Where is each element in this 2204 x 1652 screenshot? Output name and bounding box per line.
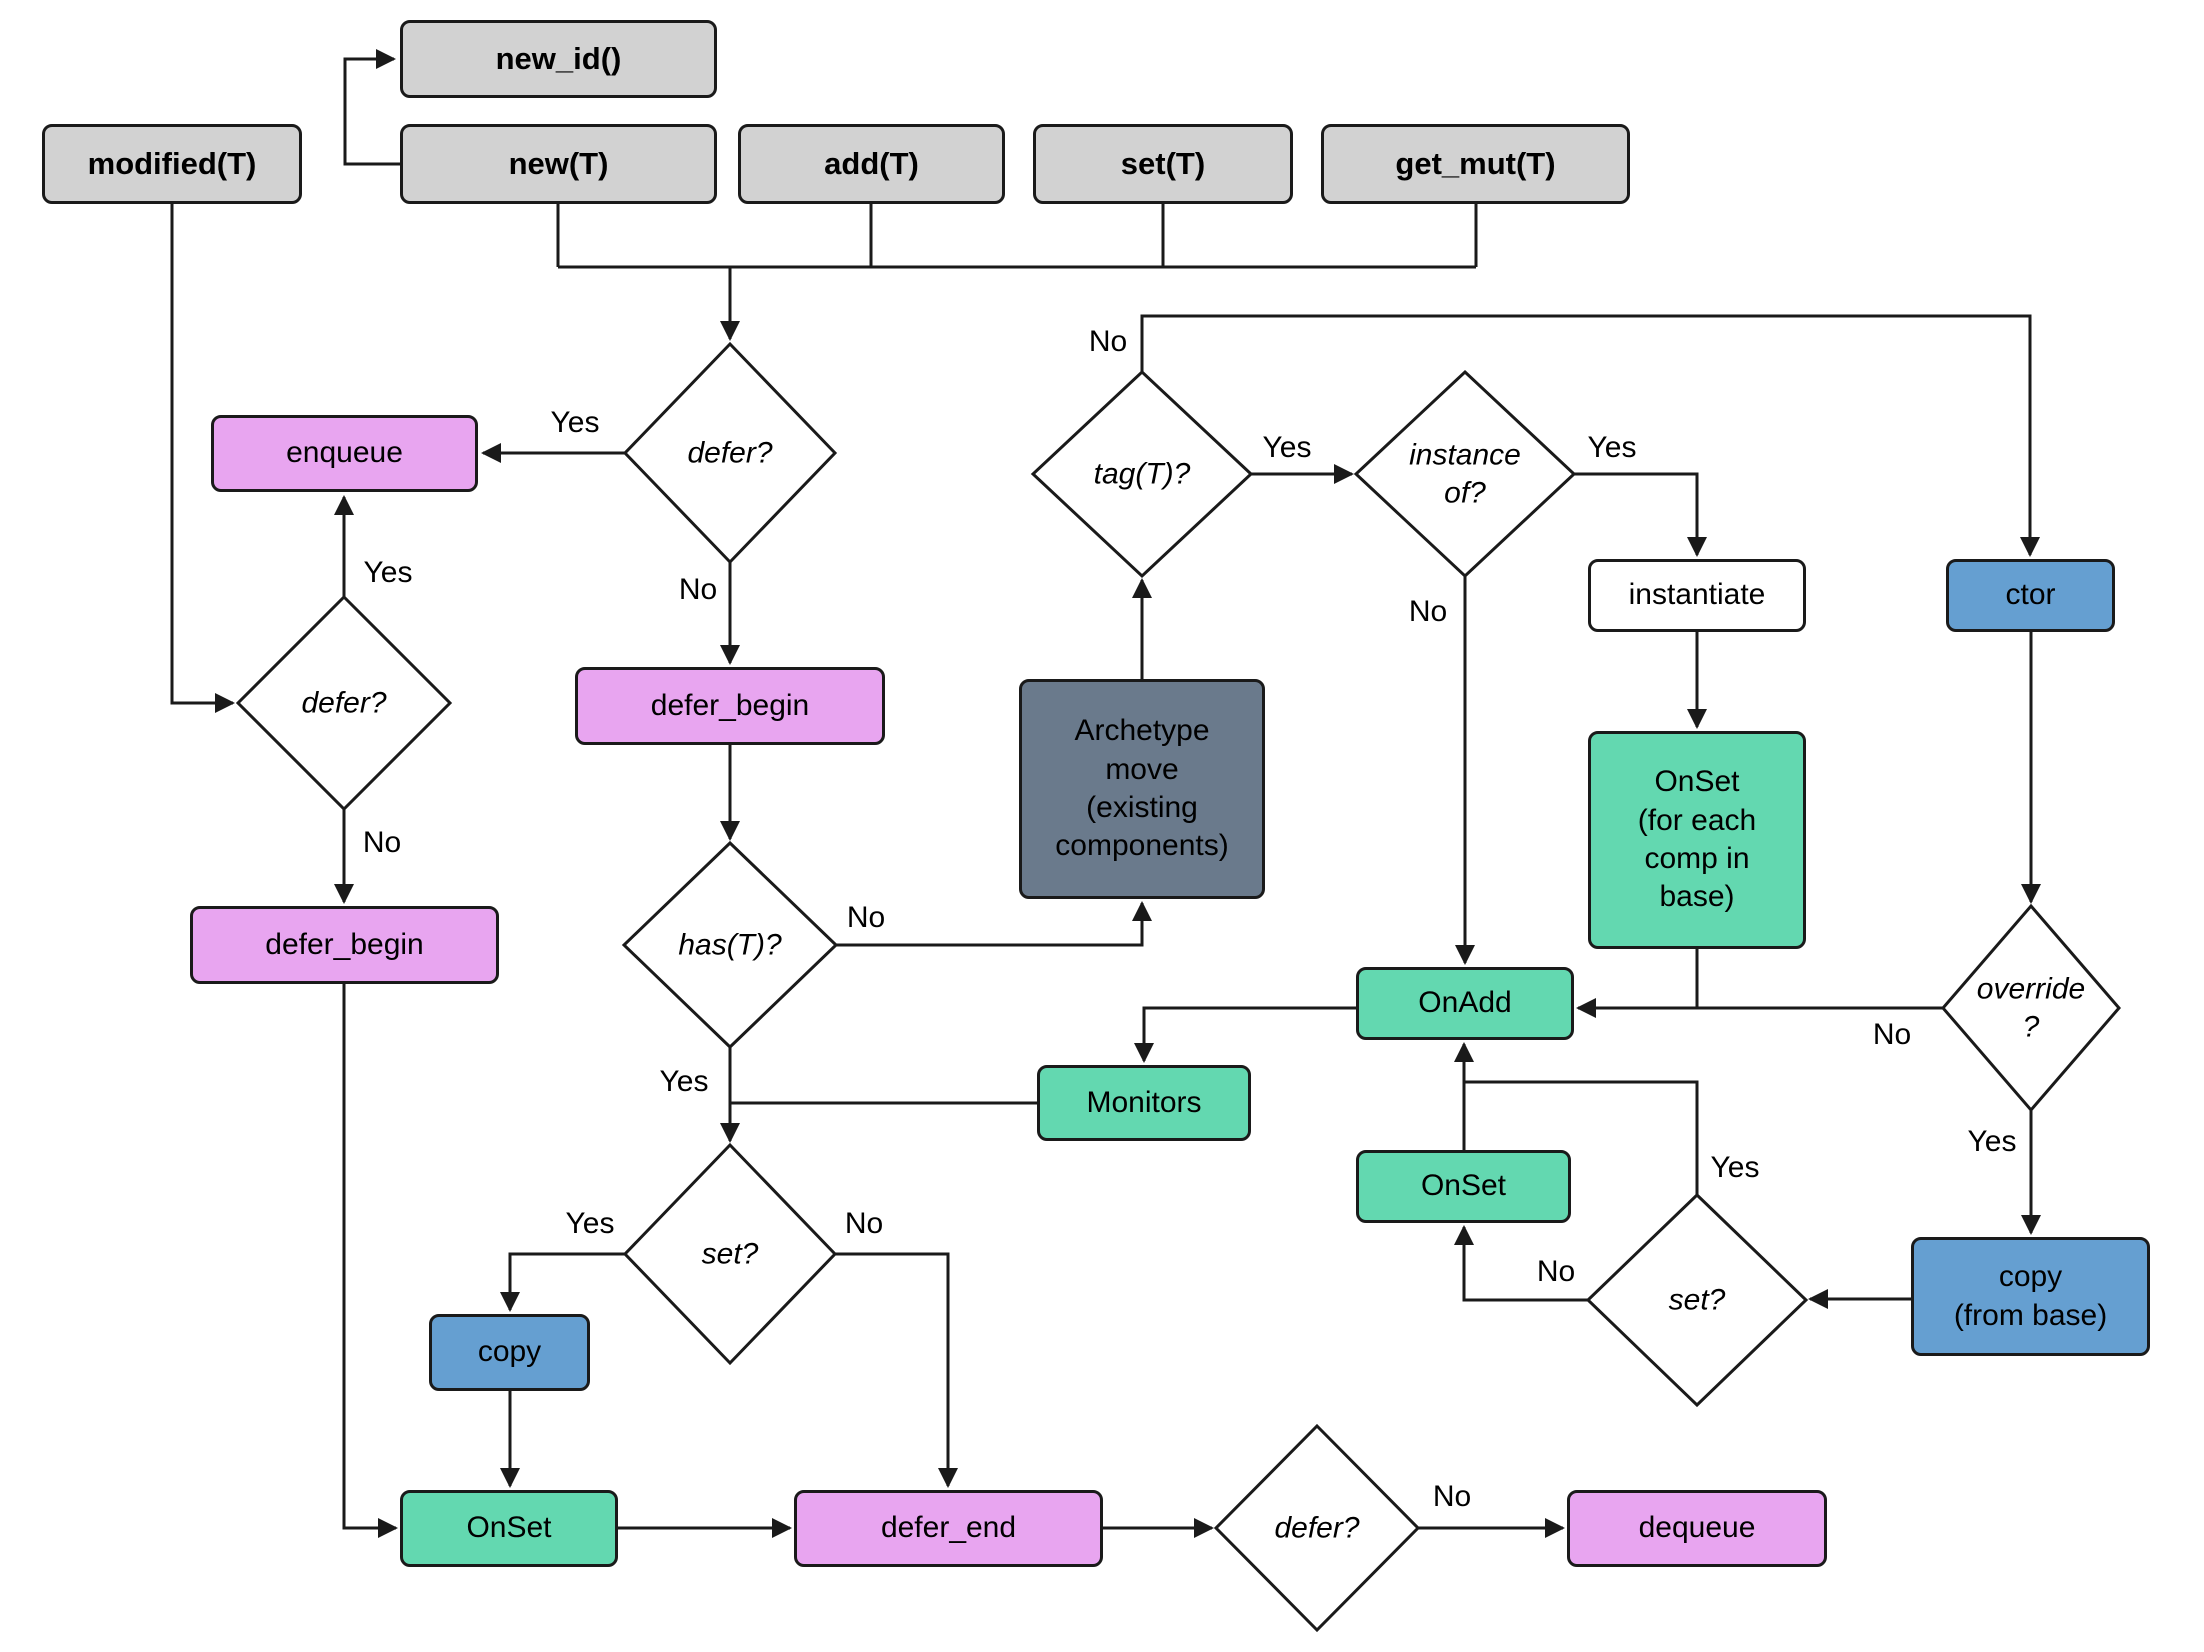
decision-defer-left-label: defer? — [301, 686, 387, 720]
node-copy: copy — [429, 1314, 590, 1391]
edge-defer-begin-left-to-onset — [342, 984, 398, 1538]
edge-label-set-mid-no: No — [844, 1207, 884, 1240]
edge-label-defer-top-yes: Yes — [550, 406, 600, 439]
node-defer-begin-mid: defer_begin — [575, 667, 885, 745]
edge-modified-to-defer — [170, 204, 235, 713]
edge-set-right-yes-merge — [1464, 1080, 1699, 1195]
node-enqueue: enqueue — [211, 415, 478, 492]
node-set-t: set(T) — [1033, 124, 1293, 204]
node-new-id: new_id() — [400, 20, 717, 98]
node-get-mut-t: get_mut(T) — [1321, 124, 1630, 204]
node-add-t: add(T) — [738, 124, 1005, 204]
node-dequeue: dequeue — [1567, 1490, 1827, 1567]
decision-override-shape — [1941, 903, 2121, 1113]
decision-override-label: override ? — [1976, 972, 2086, 1044]
edge-onadd-to-monitors — [1134, 1006, 1356, 1063]
decision-defer-bottom-label: defer? — [1274, 1511, 1360, 1545]
node-copy-from-base: copy (from base) — [1911, 1237, 2150, 1356]
decision-defer-top-label: defer? — [687, 436, 773, 470]
edge-label-set-right-yes: Yes — [1710, 1151, 1760, 1184]
edge-label-defer-bottom-no: No — [1432, 1480, 1472, 1513]
node-modified-t: modified(T) — [42, 124, 302, 204]
decision-instance-of-label: instance of? — [1409, 438, 1521, 510]
edge-set-right-no-onset — [1454, 1225, 1588, 1302]
edge-label-defer-left-no: No — [362, 826, 402, 859]
edge-set-mid-yes-copy — [500, 1252, 625, 1312]
edge-label-defer-left-yes: Yes — [363, 556, 413, 589]
decision-tag-shape — [1030, 369, 1254, 579]
decision-set-right-shape — [1585, 1192, 1809, 1408]
decision-set-mid-shape — [622, 1142, 838, 1366]
node-ctor: ctor — [1946, 559, 2115, 632]
edge-label-override-no: No — [1872, 1018, 1912, 1051]
node-onset-mid: OnSet — [1356, 1150, 1571, 1223]
node-monitors: Monitors — [1037, 1065, 1251, 1141]
edge-label-has-yes: Yes — [659, 1065, 709, 1098]
edge-instanceof-yes-instantiate — [1574, 472, 1707, 557]
edge-label-tag-yes: Yes — [1262, 431, 1312, 464]
node-onset-left: OnSet — [400, 1490, 618, 1567]
node-new-t: new(T) — [400, 124, 717, 204]
edge-label-instance-of-no: No — [1408, 595, 1448, 628]
edge-label-tag-no: No — [1088, 325, 1128, 358]
decision-defer-top-shape — [622, 341, 838, 565]
decision-set-mid-label: set? — [701, 1237, 759, 1271]
node-onadd: OnAdd — [1356, 967, 1574, 1040]
decision-defer-bottom-shape — [1213, 1423, 1421, 1633]
edge-label-defer-top-no: No — [678, 573, 718, 606]
edge-label-override-yes: Yes — [1967, 1125, 2017, 1158]
edge-tag-no-ctor — [1140, 314, 2040, 557]
decision-tag-label: tag(T)? — [1093, 457, 1191, 491]
decision-defer-left-shape — [235, 594, 453, 812]
decision-instance-of-shape — [1353, 369, 1577, 579]
edge-label-set-right-no: No — [1536, 1255, 1576, 1288]
node-defer-begin-left: defer_begin — [190, 906, 499, 984]
node-defer-end: defer_end — [794, 1490, 1103, 1567]
edge-has-no-archetype — [836, 901, 1152, 947]
node-instantiate: instantiate — [1588, 559, 1806, 632]
edge-label-has-no: No — [846, 901, 886, 934]
decision-has-label: has(T)? — [678, 928, 782, 962]
decision-has-shape — [621, 840, 839, 1050]
edge-label-instance-of-yes: Yes — [1587, 431, 1637, 464]
edge-set-mid-no-defer-end — [835, 1252, 958, 1488]
decision-set-right-label: set? — [1668, 1283, 1726, 1317]
node-onset-base: OnSet (for each comp in base) — [1588, 731, 1806, 949]
edge-new-to-new-id — [343, 49, 400, 166]
edge-label-set-mid-yes: Yes — [565, 1207, 615, 1240]
node-archetype-move: Archetype move (existing components) — [1019, 679, 1265, 899]
